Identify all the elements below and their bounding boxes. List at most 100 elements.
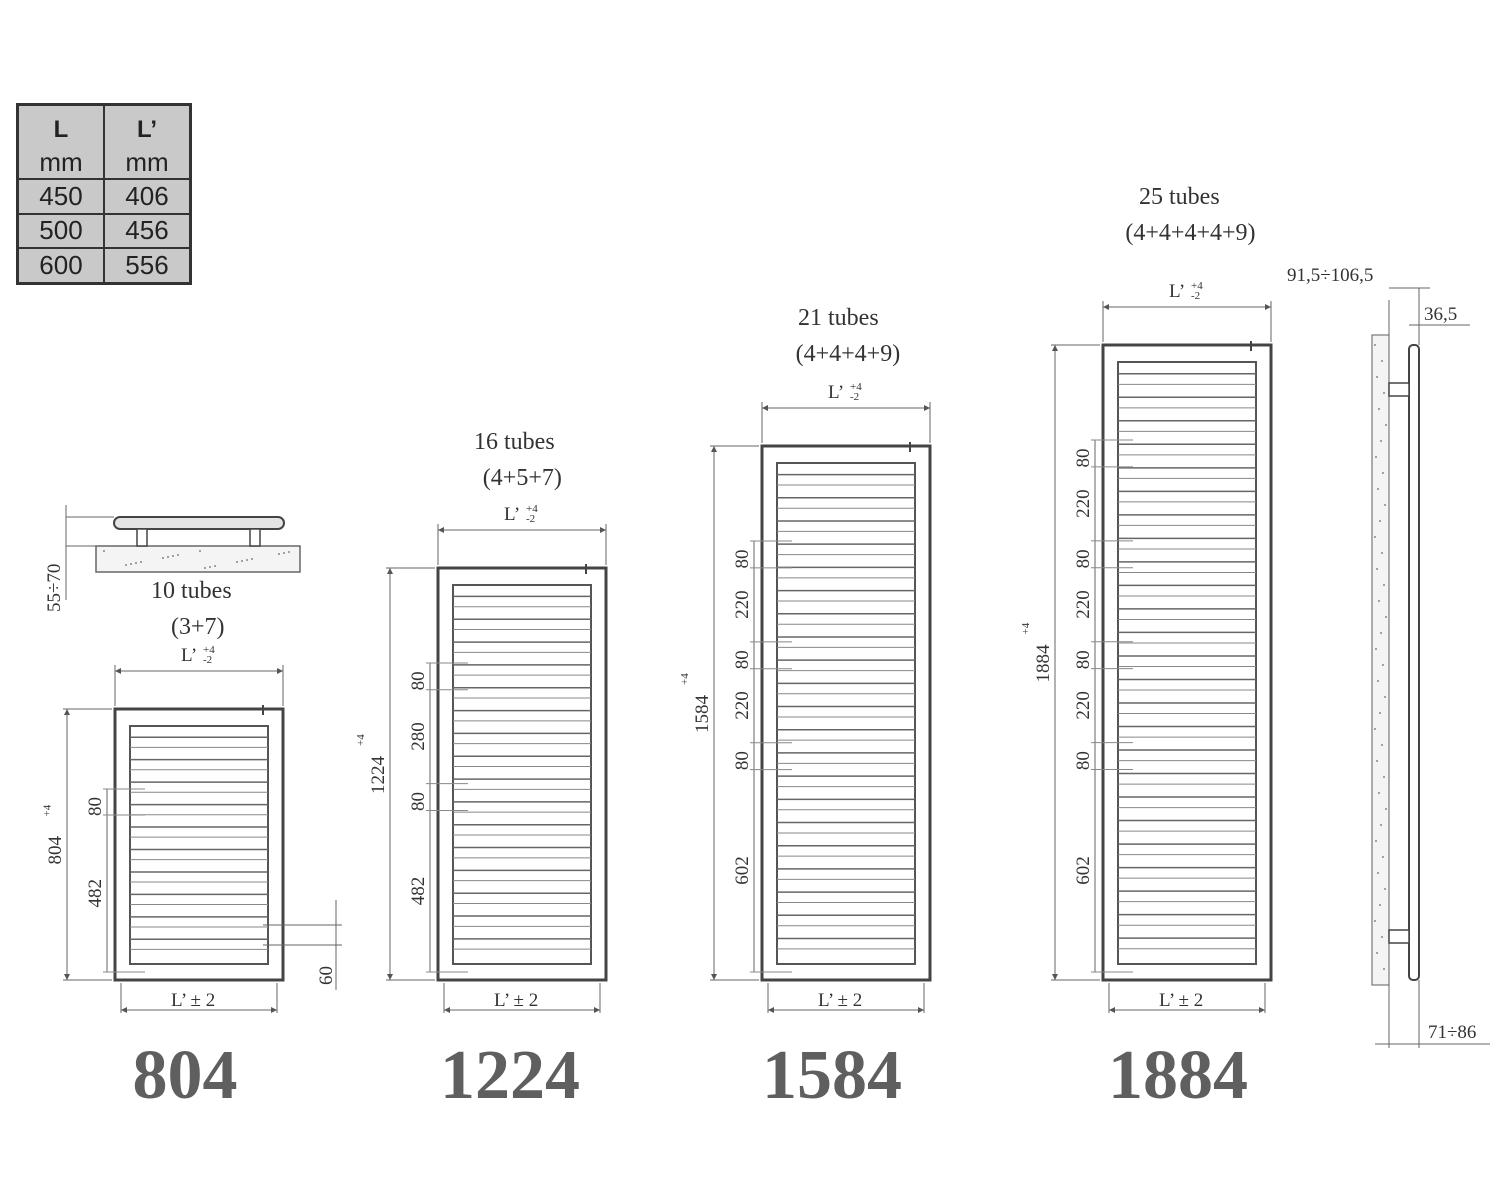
connection-dimension-label: 60 — [316, 966, 337, 985]
radiator-frame — [113, 707, 285, 982]
gap-dimension-label: 482 — [408, 877, 429, 906]
gap-dimension-label: 80 — [1073, 549, 1094, 568]
height-tol-plus: +4 — [1020, 622, 1032, 634]
bottom-width-label: L’ ± 2 — [171, 990, 215, 1011]
table-unit-l-prime: mm — [104, 146, 191, 180]
table-row: 500 456 — [17, 213, 191, 250]
dimension-arrow — [1103, 304, 1109, 310]
wall-texture-dot — [1384, 888, 1386, 890]
dimension-arrow — [277, 668, 283, 674]
wall-texture-dot — [1381, 360, 1383, 362]
gap-dimension-label: 80 — [732, 549, 753, 568]
wall-texture-dot — [1382, 472, 1384, 474]
wall-texture-dot — [1381, 552, 1383, 554]
dimension-arrow — [64, 974, 70, 980]
width-label-tol-plus: +4 — [850, 381, 862, 393]
wall-bracket — [136, 528, 148, 547]
wall-texture-dot — [1376, 952, 1378, 954]
wall-texture-dot — [1378, 792, 1380, 794]
bottom-width-label: L’ ± 2 — [494, 990, 538, 1011]
table-cell: 600 — [17, 248, 105, 284]
radiator-panel — [1117, 361, 1257, 965]
gap-dimension-label: 80 — [732, 751, 753, 770]
wall-texture-dot — [1385, 808, 1387, 810]
wall-texture-dot — [1384, 504, 1386, 506]
bottom-width-label: L’ ± 2 — [818, 990, 862, 1011]
wall-texture-dot — [1384, 696, 1386, 698]
width-label-tol-plus: +4 — [526, 503, 538, 515]
wall-texture-dot — [1374, 728, 1376, 730]
dimension-arrow — [271, 1007, 277, 1013]
tube-grouping-label: (4+4+4+4+9) — [1125, 220, 1255, 246]
radiator-top-profile — [113, 516, 285, 530]
width-label-tol-plus: +4 — [203, 644, 215, 656]
width-label-tol-minus: -2 — [526, 513, 535, 525]
wall-texture-dot — [1375, 648, 1377, 650]
gap-dimension-label: 80 — [1073, 751, 1094, 770]
wall-texture-dot — [130, 563, 132, 565]
radiator-frame — [436, 566, 608, 982]
radiator-panel — [776, 462, 916, 965]
gap-dimension-label: 80 — [1073, 650, 1094, 669]
side-top-dimension-label: 91,5÷106,5 — [1287, 265, 1373, 286]
tube-grouping-label: (4+5+7) — [483, 465, 562, 491]
wall-texture-dot — [1380, 440, 1382, 442]
model-height-label: 1884 — [1108, 1037, 1248, 1114]
model-height-label: 1224 — [440, 1037, 580, 1114]
width-label: L’ — [828, 382, 844, 403]
dimension-arrow — [387, 974, 393, 980]
table-header-l-prime: L’ — [136, 116, 157, 144]
width-label-tol-minus: -2 — [1191, 290, 1200, 302]
height-dimension-label: 804 — [45, 836, 66, 865]
radiator-frame — [1101, 343, 1273, 982]
gap-dimension-label: 80 — [408, 792, 429, 811]
table-header-l: L — [17, 104, 105, 147]
table-cell: 456 — [104, 213, 191, 250]
wall-texture-dot — [1376, 760, 1378, 762]
wall-texture-dot — [1380, 632, 1382, 634]
height-dimension-label: 1584 — [692, 695, 713, 734]
wall-texture-dot — [204, 567, 206, 569]
height-tol-plus: +4 — [355, 734, 367, 746]
gap-dimension-label: 80 — [408, 671, 429, 690]
tube-grouping-label: (4+4+4+9) — [796, 341, 901, 367]
dimension-arrow — [1052, 345, 1058, 351]
wall-texture-dot — [1382, 664, 1384, 666]
height-tol-plus: +4 — [42, 804, 54, 816]
dimension-arrow — [115, 668, 121, 674]
tube-count-label: 10 tubes — [151, 578, 232, 604]
wall-texture-dot — [1385, 616, 1387, 618]
wall-texture-dot — [1383, 968, 1385, 970]
dimension-table: L L’ mm mm 450 406 500 456 600 556 — [16, 103, 192, 285]
width-label-tol-minus: -2 — [850, 391, 859, 403]
wall-texture-dot — [199, 550, 201, 552]
dimension-arrow — [444, 1007, 450, 1013]
wall-texture-dot — [278, 553, 280, 555]
side-wall-section — [1371, 334, 1390, 986]
tube-grouping-label: (3+7) — [171, 614, 225, 640]
dimension-arrow — [1052, 974, 1058, 980]
model-height-label: 804 — [133, 1037, 238, 1114]
wall-texture-dot — [214, 565, 216, 567]
width-label: L’ — [1169, 281, 1185, 302]
gap-dimension-label: 482 — [85, 879, 106, 908]
wall-texture-dot — [167, 556, 169, 558]
gap-dimension-label: 602 — [732, 856, 753, 885]
wall-texture-dot — [1381, 744, 1383, 746]
top-view-depth-label: 55÷70 — [44, 564, 65, 612]
wall-texture-dot — [1379, 712, 1381, 714]
height-tol-plus: +4 — [679, 673, 691, 685]
radiator-panel — [452, 584, 592, 965]
dimension-arrow — [594, 1007, 600, 1013]
gap-dimension-label: 220 — [1073, 590, 1094, 619]
height-dimension-label: 1224 — [368, 756, 389, 795]
wall-texture-dot — [1381, 936, 1383, 938]
width-label-tol-plus: +4 — [1191, 280, 1203, 292]
wall-texture-dot — [1378, 600, 1380, 602]
radiator-panel — [129, 725, 269, 965]
wall-texture-dot — [1385, 424, 1387, 426]
dimension-arrow — [711, 446, 717, 452]
dimension-arrow — [711, 974, 717, 980]
wall-section — [95, 545, 301, 573]
